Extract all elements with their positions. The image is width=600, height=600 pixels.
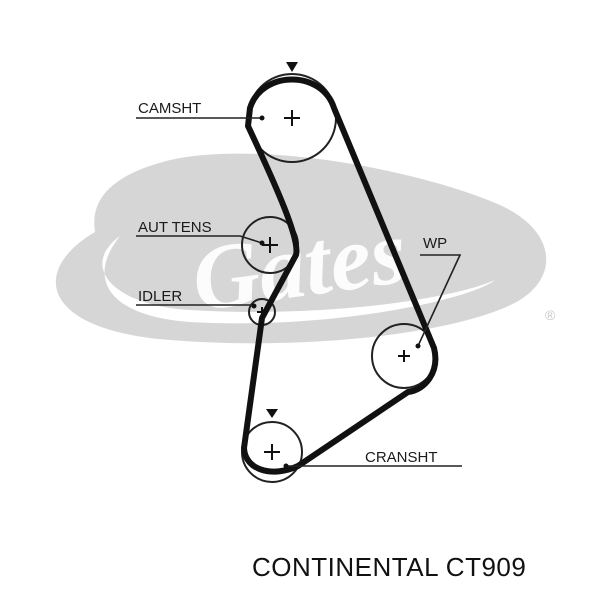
crankshaft-timing-mark-icon <box>266 409 278 418</box>
crankshaft-label: CRANSHT <box>365 449 438 466</box>
crankshaft-center-icon <box>264 444 280 460</box>
leader-lines <box>136 117 462 467</box>
crankshaft-leader-dot <box>283 463 289 469</box>
water-pump-center-icon <box>398 350 410 362</box>
idler-leader-dot <box>251 303 257 309</box>
pulley-center-marks <box>257 110 410 460</box>
leader-dots <box>251 115 421 469</box>
part-caption: CONTINENTAL CT909 <box>252 552 527 582</box>
idler-center-icon <box>257 307 267 317</box>
registered-mark-icon: ® <box>545 307 556 323</box>
gates-logo-watermark: Gates ® <box>55 153 556 344</box>
water-pump-label: WP <box>423 235 447 252</box>
camshaft-label: CAMSHT <box>138 100 201 117</box>
water-pump-leader-dot <box>415 343 421 349</box>
tensioner-label: AUT TENS <box>138 219 212 236</box>
tensioner-leader-dot <box>259 240 265 246</box>
gates-logo-swoosh <box>55 153 547 344</box>
camshaft-center-icon <box>284 110 300 126</box>
camshaft-leader-dot <box>259 115 265 121</box>
water-pump-leader <box>417 254 462 347</box>
camshaft-timing-mark-icon <box>286 62 298 72</box>
tensioner-leader <box>136 235 263 244</box>
tensioner-center-icon <box>262 237 278 253</box>
idler-label: IDLER <box>138 288 182 305</box>
